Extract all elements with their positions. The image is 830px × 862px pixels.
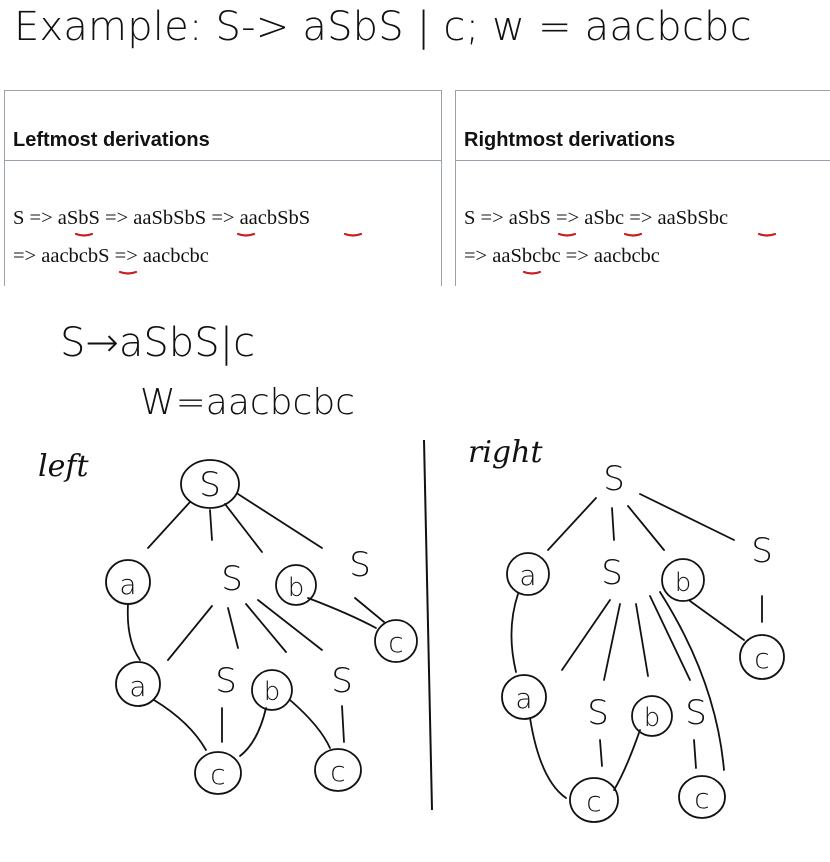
underline-left-2 — [236, 232, 256, 237]
left-b2-curve — [239, 707, 267, 757]
handwritten-word: W=aacbcbc — [140, 382, 355, 423]
left-root-label: S — [199, 465, 221, 505]
left-c1-circle — [374, 619, 418, 663]
left-s1-c-edge — [354, 597, 385, 623]
leftmost-line-1: S => aSbS => aaSbSbS => aacbSbS — [13, 207, 311, 229]
right-s2-label: S — [751, 531, 773, 571]
tree-divider — [423, 439, 433, 811]
slide-title: Example: S-> aSbS | c; w = aacbcbc — [14, 4, 752, 50]
left-s2-label: S — [349, 545, 371, 585]
rightmost-line-2: => aaSbcbc => aacbcbc — [464, 245, 660, 267]
left-b1-curve — [307, 597, 377, 629]
right-c2-label: c — [586, 785, 601, 818]
right-a1-label: a — [519, 559, 536, 592]
left-root-circle — [180, 459, 240, 509]
right-s4-label: S — [685, 693, 707, 733]
right-s-c-edges — [599, 739, 697, 769]
right-b2-circle — [631, 695, 673, 737]
underline-left-3 — [343, 232, 363, 237]
left-s4-label: S — [331, 661, 353, 701]
underline-left-4 — [118, 270, 138, 275]
rightmost-body-cell: S => aSbS => aSbc => aaSbSbc => aaSbcbc … — [456, 161, 830, 275]
derivation-underlines — [74, 232, 777, 275]
left-c2-circle — [194, 751, 242, 795]
rightmost-header-cell: Rightmost derivations — [456, 91, 830, 161]
underline-right-4 — [522, 270, 542, 275]
handwritten-left-label: left — [38, 449, 89, 484]
right-c3-label: c — [694, 782, 709, 815]
left-a2-curve — [153, 699, 207, 751]
handwritten-grammar: S→aSbS|c — [60, 320, 255, 366]
left-b1-label: b — [288, 573, 305, 603]
underline-left-1 — [74, 232, 94, 237]
right-b2-curve — [613, 729, 641, 791]
underline-right-3 — [757, 232, 777, 237]
left-s-c-edges — [221, 705, 345, 743]
left-a2-circle — [115, 661, 161, 707]
leftmost-line-2: => aacbcbS => aacbcbc — [13, 245, 209, 267]
right-root-edges — [547, 493, 735, 551]
rightmost-derivations-table: Rightmost derivations S => aSbS => aSbc … — [455, 90, 830, 286]
right-b1-label: b — [675, 568, 692, 598]
left-c2-label: c — [210, 758, 225, 791]
leftmost-header-cell: Leftmost derivations — [5, 91, 441, 161]
left-b2-label: b — [264, 677, 281, 707]
handwritten-right-label: right — [468, 435, 543, 470]
left-a1-label: a — [119, 568, 136, 601]
left-b2-circle — [251, 669, 293, 711]
right-level2-edges — [561, 595, 691, 681]
left-b2-c-curve — [289, 699, 331, 749]
right-a2-circle — [501, 674, 547, 720]
underline-right-2 — [623, 232, 643, 237]
right-c2-circle — [569, 777, 619, 823]
rightmost-header: Rightmost derivations — [464, 129, 676, 151]
right-c1-circle — [739, 634, 785, 680]
right-root-label: S — [603, 459, 625, 499]
underline-right-1 — [557, 232, 577, 237]
leftmost-header: Leftmost derivations — [13, 129, 210, 151]
right-s1-label: S — [601, 553, 623, 593]
right-b2-label: b — [644, 703, 661, 733]
right-b1-circle — [661, 558, 705, 602]
right-derivation-tree — [501, 493, 785, 823]
right-s3-label: S — [587, 693, 609, 733]
right-a1-circle — [506, 552, 550, 596]
right-b1-curve — [689, 600, 745, 641]
right-a2-label: a — [515, 682, 532, 715]
left-root-edges — [147, 493, 323, 553]
right-c3-circle — [678, 775, 726, 819]
right-a2-curve — [529, 717, 567, 799]
left-a2-label: a — [129, 670, 146, 703]
leftmost-body-cell: S => aSbS => aaSbSbS => aacbSbS => aacbc… — [5, 161, 441, 275]
left-s1-label: S — [221, 559, 243, 599]
left-level2-edges — [167, 599, 323, 661]
leftmost-derivations-table: Leftmost derivations S => aSbS => aaSbSb… — [4, 90, 442, 286]
left-derivation-tree — [105, 459, 418, 795]
left-s3-label: S — [215, 661, 237, 701]
left-c3-circle — [314, 748, 362, 792]
right-a1-curve — [510, 593, 519, 673]
left-b1-circle — [275, 564, 317, 606]
left-a1-curve — [126, 603, 141, 661]
rightmost-line-1: S => aSbS => aSbc => aaSbSbc — [464, 207, 729, 229]
right-c1-label: c — [754, 642, 769, 675]
left-c3-label: c — [330, 755, 345, 788]
left-c1-label: c — [388, 626, 403, 659]
right-b1-long-curve — [659, 591, 725, 771]
